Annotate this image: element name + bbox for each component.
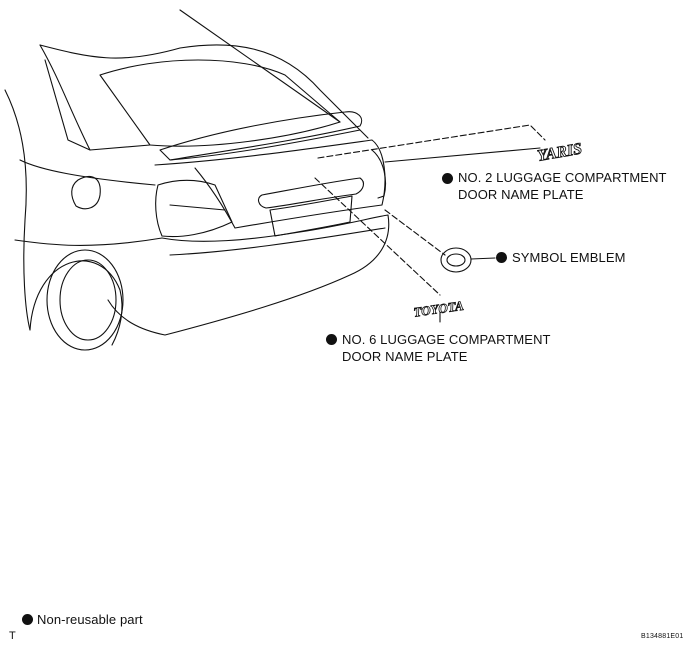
no6-bullet [326, 334, 337, 345]
leader-toyota [314, 177, 441, 296]
symbol-emblem-part [440, 247, 472, 273]
symbol-emblem-leader [470, 257, 496, 260]
yaris-badge: YARIS [536, 140, 583, 165]
body-side [19, 159, 156, 186]
fuel-door [71, 176, 101, 210]
no2-bullet [442, 173, 453, 184]
no6-label-line1: NO. 6 LUGGAGE COMPARTMENT [342, 332, 551, 347]
roof-line [39, 44, 361, 131]
side-window [44, 59, 91, 151]
body-front-cut [4, 89, 31, 331]
symbol-emblem-ring [446, 253, 466, 267]
legend-non-reusable: Non-reusable part [37, 612, 143, 627]
bumper-line [169, 227, 386, 256]
c-pillar [39, 44, 151, 151]
trunk-garnish [257, 177, 365, 209]
leader-no2 [384, 147, 541, 163]
toyota-badge: TOYOTA [413, 298, 465, 320]
emblem-bullet [496, 252, 507, 263]
spoiler-under [169, 129, 369, 161]
symbol-emblem-label: SYMBOL EMBLEM [512, 250, 626, 265]
tail-light-right [371, 149, 387, 199]
body-lower [14, 237, 163, 246]
legend-bullet [22, 614, 33, 625]
roof-edge [179, 9, 341, 123]
no6-label-line2: DOOR NAME PLATE [342, 349, 468, 364]
spoiler [159, 111, 363, 161]
tail-light-divider [169, 204, 226, 211]
rear-wheel [46, 249, 124, 351]
rear-wheel-inner [59, 259, 117, 341]
part-number: B134881E01 [641, 633, 684, 640]
wheel-arch [29, 260, 123, 346]
leader-yaris [317, 124, 546, 159]
rear-bumper [107, 214, 390, 336]
leader-emblem [384, 209, 446, 256]
tail-light-left [155, 179, 233, 238]
no2-label-line1: NO. 2 LUGGAGE COMPARTMENT [458, 170, 667, 185]
no2-label-line2: DOOR NAME PLATE [458, 187, 584, 202]
footer-left-mark: T [9, 630, 16, 642]
